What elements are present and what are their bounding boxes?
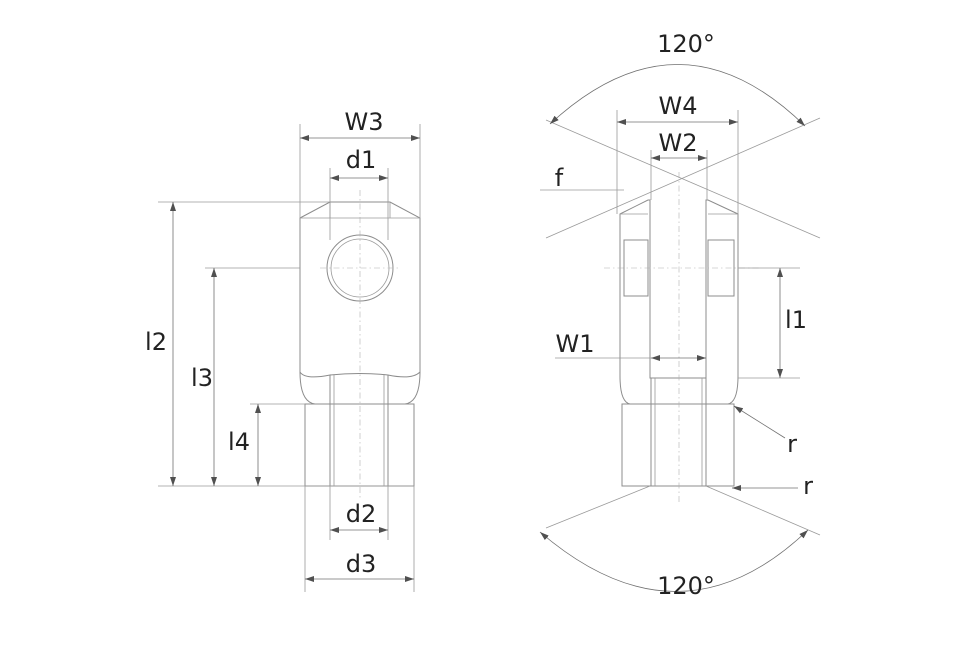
label-w3: W3	[345, 108, 384, 136]
leader-r-upper	[733, 405, 786, 439]
label-d3: d3	[346, 550, 377, 578]
threaded-shank	[304, 403, 415, 487]
arc-120-bottom	[539, 529, 809, 592]
threaded-shank-side	[621, 403, 735, 487]
label-l1: l1	[785, 306, 807, 334]
label-r-lower: r	[803, 472, 813, 500]
arc-120-top	[549, 64, 806, 127]
label-angle-bottom: 120°	[657, 572, 715, 600]
label-l4: l4	[228, 428, 250, 456]
side-view: 120° W4 W2 f l1 W1 r r 120°	[539, 30, 821, 600]
label-l3: l3	[191, 364, 213, 392]
label-f: f	[555, 164, 564, 192]
label-d1: d1	[346, 146, 377, 174]
label-w1: W1	[556, 330, 595, 358]
label-angle-top: 120°	[657, 30, 715, 58]
front-view: W3 d1 l2 l3 l4 d2 d3	[145, 108, 421, 592]
label-w2: W2	[659, 129, 698, 157]
label-d2: d2	[346, 500, 377, 528]
label-w4: W4	[659, 92, 698, 120]
label-l2: l2	[145, 328, 167, 356]
label-r-upper: r	[787, 430, 797, 458]
